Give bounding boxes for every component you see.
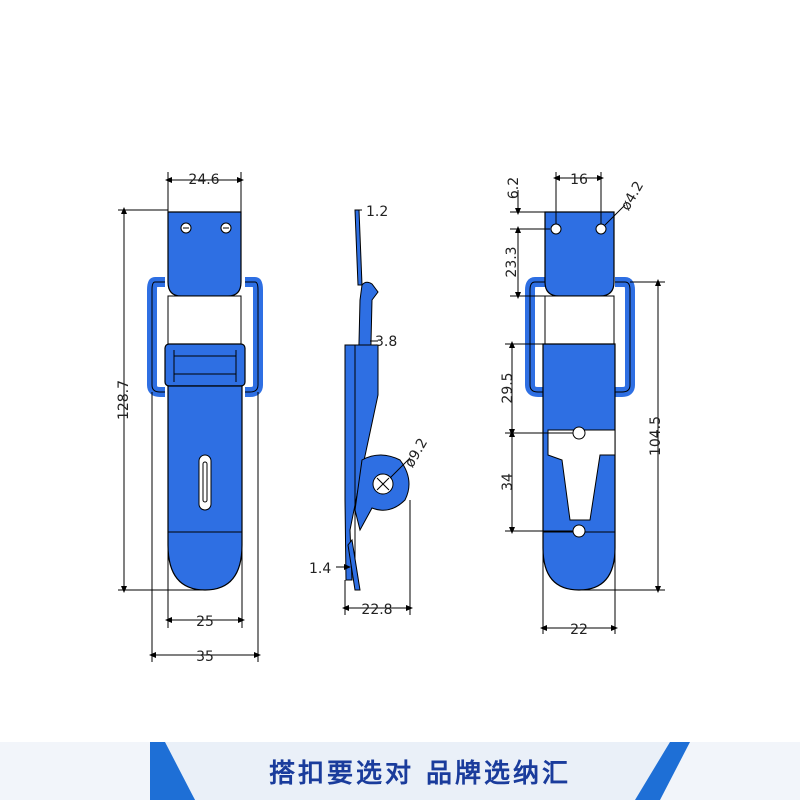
back-dim-slot-height: 34 — [500, 473, 516, 491]
back-strap — [544, 295, 615, 345]
banner-slogan: 搭扣要选对 品牌选纳汇 — [269, 758, 571, 789]
front-dim-overall-width: 35 — [196, 649, 214, 665]
back-dim-hole-diameter: ø4.2 — [618, 179, 647, 214]
front-dim-bottom-width: 25 — [196, 614, 214, 630]
front-dim-top-width: 24.6 — [188, 172, 219, 188]
front-hinge — [164, 343, 246, 387]
bottom-banner: 搭扣要选对 品牌选纳汇 — [0, 742, 800, 800]
back-dim-hole-spacing: 16 — [570, 172, 588, 188]
side-dim-thickness-top: 1.2 — [366, 204, 388, 220]
back-dim-total-height: 104.5 — [648, 416, 664, 456]
front-dim-total-height: 128.7 — [116, 380, 132, 420]
back-slot-notch — [547, 429, 616, 521]
side-dim-offset: 3.8 — [375, 334, 397, 350]
side-dim-thickness-bottom: 1.4 — [309, 561, 331, 577]
side-dim-depth: 22.8 — [361, 602, 392, 618]
front-slot — [198, 454, 212, 511]
back-dim-bottom-width: 22 — [570, 622, 588, 638]
back-hole-mid — [572, 426, 586, 440]
front-view: 24.6 128.7 25 35 — [116, 172, 263, 665]
back-top-hole-left — [550, 223, 562, 235]
back-dim-top-offset: 6.2 — [506, 177, 522, 199]
front-strap — [167, 295, 242, 345]
side-top-plate — [354, 209, 363, 286]
back-hole-low — [572, 524, 586, 538]
back-view: 16 ø4.2 6.2 23.3 29.5 34 104.5 22 — [500, 172, 665, 638]
back-dim-hook-height: 29.5 — [500, 372, 516, 403]
back-dim-plate-height: 23.3 — [504, 246, 520, 277]
back-top-hole-right — [595, 223, 607, 235]
side-dim-diameter: ø9.2 — [402, 436, 431, 471]
side-view: 1.2 3.8 ø9.2 1.4 22.8 — [309, 204, 431, 618]
